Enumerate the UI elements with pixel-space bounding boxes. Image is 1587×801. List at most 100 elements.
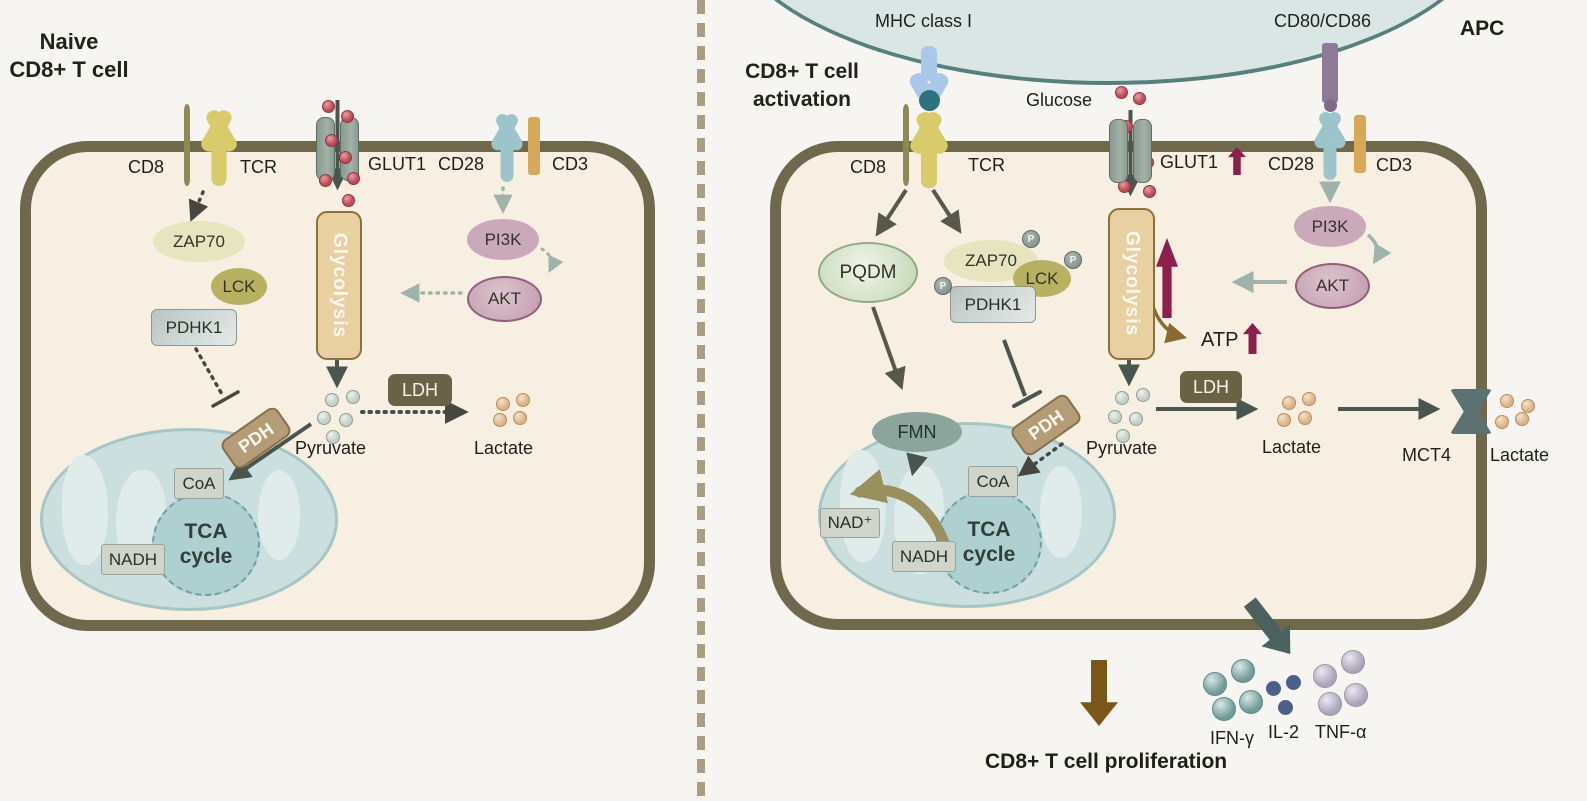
- ldh-label: LDH: [401, 379, 438, 400]
- akt-molecule: AKT: [467, 276, 542, 322]
- glucose-dot: [342, 194, 355, 207]
- lactate-dot: [496, 397, 510, 411]
- glucose-dot: [341, 110, 354, 123]
- pdhk1-label: PDHK1: [165, 317, 223, 337]
- pyruvate-label: Pyruvate: [295, 438, 367, 458]
- glucose-dot: [339, 151, 352, 164]
- left-title-line1: Naive: [39, 29, 99, 54]
- pqdm-molecule: PQDM: [818, 242, 918, 303]
- glucose-dot: [347, 172, 360, 185]
- atp-label: ATP: [1201, 329, 1239, 351]
- pqdm-label: PQDM: [839, 261, 897, 283]
- pyruvate-dot: [339, 413, 353, 427]
- proliferation-label: CD8+ T cell proliferation: [985, 750, 1228, 773]
- pi3k-label: PI3K: [1311, 216, 1349, 236]
- tca-label-line1: TCA: [184, 520, 228, 543]
- tca-cycle: TCA cycle: [152, 492, 260, 596]
- akt-molecule: AKT: [1295, 263, 1370, 309]
- pyruvate-dot: [325, 393, 339, 407]
- tnf-alpha-dot: [1313, 664, 1337, 688]
- il2-dot: [1266, 681, 1281, 696]
- cd28-label: CD28: [1268, 154, 1315, 174]
- akt-label: AKT: [1315, 276, 1350, 295]
- phosphate-icon: P: [1022, 230, 1040, 248]
- tca-label-line2: cycle: [962, 543, 1016, 566]
- cd8-label: CD8: [128, 157, 165, 177]
- nadh-box: NADH: [892, 541, 956, 572]
- pyruvate-dot: [1108, 410, 1122, 424]
- tcr-label: TCR: [240, 157, 277, 177]
- lck-molecule: LCK: [211, 268, 267, 305]
- lactate-dot: [513, 411, 527, 425]
- coa-box: CoA: [968, 466, 1018, 497]
- glycolysis-label: Glycolysis: [329, 232, 350, 339]
- pyruvate-dot: [326, 430, 340, 444]
- tnf-alpha-dot: [1341, 650, 1365, 674]
- cd80-cd86-ligand-shape: [1322, 43, 1338, 103]
- glut1-channel-right-part: [340, 117, 359, 181]
- left-title-line2: CD8+ T cell: [9, 57, 129, 82]
- glut1-label: GLUT1: [368, 154, 427, 174]
- ifn-gamma-dot: [1231, 659, 1255, 683]
- cd8-receptor-shape: [184, 104, 190, 186]
- coa-box: CoA: [174, 468, 224, 499]
- pyruvate-dot: [1116, 429, 1130, 443]
- lactate-dot: [1277, 413, 1291, 427]
- ifn-gamma-label: IFN-γ: [1210, 728, 1254, 748]
- nadh-label: NADH: [108, 549, 158, 569]
- cd28-receptor-shape: [1312, 108, 1348, 180]
- lactate-dot: [1515, 412, 1529, 426]
- glycolysis-box: Glycolysis: [1108, 208, 1155, 360]
- il2-dot: [1278, 700, 1293, 715]
- cd8-label: CD8: [850, 157, 887, 177]
- akt-label: AKT: [487, 289, 522, 308]
- tca-label-line1: TCA: [967, 518, 1011, 541]
- proliferation-arrow: [1080, 660, 1118, 726]
- lactate-dot: [1495, 415, 1509, 429]
- lactate-dot: [1282, 396, 1296, 410]
- zap70-label: ZAP70: [965, 251, 1017, 270]
- pyruvate-label: Pyruvate: [1086, 438, 1158, 458]
- pyruvate-dot: [1115, 391, 1129, 405]
- nad-box: NAD⁺: [820, 508, 880, 538]
- pdhk1-molecule: PDHK1: [950, 286, 1036, 323]
- mct4-label: MCT4: [1402, 445, 1451, 465]
- mito-crista: [1040, 466, 1082, 558]
- coa-label: CoA: [182, 473, 216, 493]
- nad-label: NAD⁺: [827, 513, 873, 532]
- lactate-dot: [1298, 411, 1312, 425]
- cd3-label: CD3: [1376, 155, 1413, 175]
- mct4-transporter: [1450, 389, 1492, 434]
- pdhk1-molecule: PDHK1: [151, 309, 237, 346]
- nadh-label: NADH: [899, 546, 949, 566]
- lck-label: LCK: [1025, 268, 1059, 288]
- tnf-alpha-dot: [1318, 692, 1342, 716]
- pdhk1-label: PDHK1: [964, 294, 1022, 314]
- pyruvate-dot: [317, 411, 331, 425]
- pi3k-molecule: PI3K: [1294, 206, 1366, 247]
- ifn-gamma-dot: [1239, 690, 1263, 714]
- cd8-receptor-shape: [903, 104, 909, 186]
- ldh-enzyme: LDH: [388, 374, 452, 406]
- right-title-line1: CD8+ T cell: [745, 60, 859, 83]
- glut1-channel-right-part: [1133, 119, 1152, 183]
- lactate-dot: [1521, 399, 1535, 413]
- mito-crista: [258, 470, 300, 560]
- fmn-label: FMN: [897, 421, 937, 442]
- cd3-label: CD3: [552, 154, 589, 174]
- glucose-dot: [1133, 92, 1146, 105]
- peptide-antigen-dot: [919, 90, 940, 111]
- cd80-cd86-label: CD80/CD86: [1274, 11, 1372, 31]
- glut1-label: GLUT1: [1160, 152, 1219, 172]
- mito-crista: [840, 450, 886, 562]
- glut1-channel-left-part: [316, 117, 335, 181]
- glycolysis-box: Glycolysis: [316, 211, 362, 360]
- glucose-dot: [322, 100, 335, 113]
- il2-label: IL-2: [1268, 722, 1300, 742]
- lactate-dot: [493, 413, 507, 427]
- cd3-receptor-shape: [1354, 115, 1366, 173]
- pi3k-label: PI3K: [484, 229, 522, 249]
- tcr-receptor-shape: [907, 108, 951, 188]
- glucose-dot: [1143, 185, 1156, 198]
